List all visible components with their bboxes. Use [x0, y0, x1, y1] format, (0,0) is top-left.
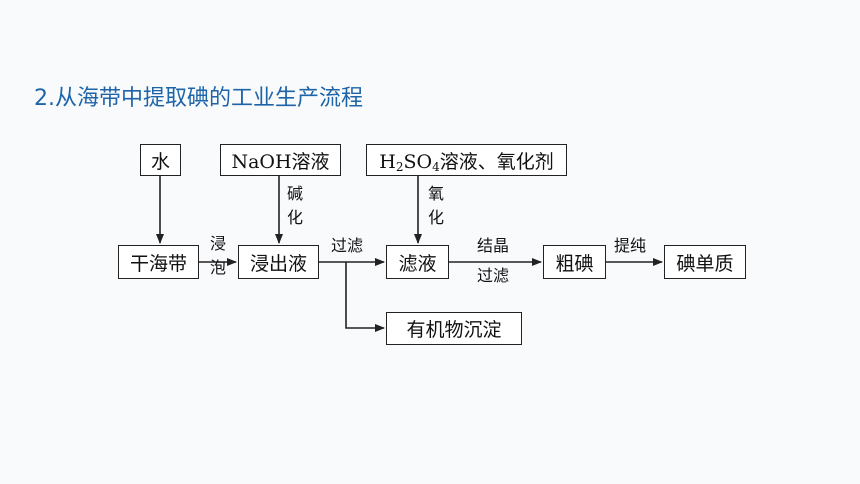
box-naoh: NaOH溶液: [220, 144, 341, 176]
label-alkali-2: 化: [286, 208, 303, 227]
label-soak: 浸 泡: [209, 232, 227, 280]
box-crude-iodine-label: 粗碘: [555, 252, 594, 275]
box-iodine-label: 碘单质: [676, 252, 734, 275]
box-seaweed: 干海带: [118, 245, 199, 279]
h2so4-text-h: H: [379, 150, 396, 173]
label-filter: 过滤: [331, 236, 364, 255]
h2so4-text-so: SO: [403, 150, 433, 173]
box-iodine: 碘单质: [664, 245, 746, 279]
box-filtrate: 滤液: [386, 245, 449, 279]
h2so4-sub-4: 4: [432, 159, 440, 174]
label-oxidize-2: 化: [427, 208, 444, 227]
label-soak-1: 浸: [209, 234, 226, 253]
label-soak-2: 泡: [209, 258, 226, 277]
box-precipitate: 有机物沉淀: [386, 312, 522, 345]
box-h2so4: H2SO4溶液、氧化剂: [366, 144, 567, 176]
label-alkali: 碱 化: [286, 182, 304, 230]
box-water-label: 水: [150, 150, 170, 173]
box-crude-iodine: 粗碘: [543, 245, 606, 279]
box-leachate-label: 浸出液: [249, 252, 307, 275]
box-water: 水: [140, 144, 181, 176]
label-alkali-1: 碱: [286, 184, 303, 203]
arrow-branch-to-precipitate: [345, 262, 385, 332]
page-title: 2.从海带中提取碘的工业生产流程: [34, 86, 363, 111]
label-crystallize: 结晶: [477, 236, 510, 255]
label-filter-2: 过滤: [477, 266, 510, 285]
label-oxidize-1: 氧: [427, 184, 444, 203]
h2so4-sub-2: 2: [395, 159, 404, 174]
box-seaweed-label: 干海带: [129, 252, 187, 275]
box-precipitate-label: 有机物沉淀: [406, 319, 502, 341]
box-naoh-label: NaOH溶液: [231, 150, 330, 173]
box-filtrate-label: 滤液: [398, 252, 437, 275]
label-purify: 提纯: [614, 236, 647, 255]
box-h2so4-label: H2SO4溶液、氧化剂: [379, 147, 553, 174]
box-leachate: 浸出液: [238, 245, 319, 279]
label-oxidize: 氧 化: [427, 182, 445, 230]
h2so4-text-rest: 溶液、氧化剂: [439, 150, 554, 173]
